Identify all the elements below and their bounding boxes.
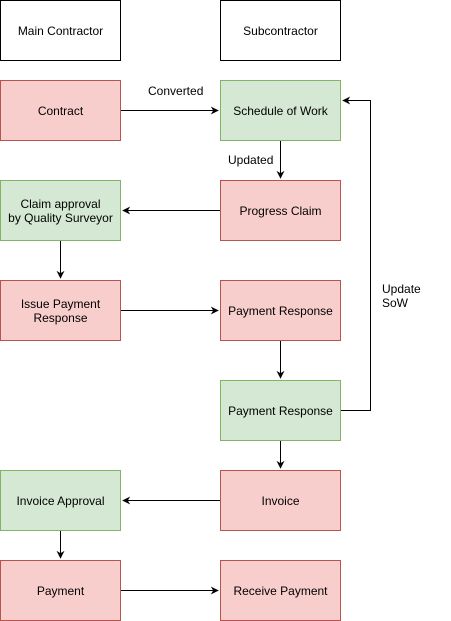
issue-payment-response-label: Issue Payment Response	[20, 296, 101, 325]
payment-node: Payment	[0, 560, 121, 621]
contract-label: Contract	[37, 103, 84, 118]
schedule-of-work-node: Schedule of Work	[220, 80, 341, 141]
issue-payment-response-node: Issue Payment Response	[0, 280, 121, 341]
invoice-node: Invoice	[220, 470, 341, 531]
edge-label-converted: Converted	[148, 84, 204, 98]
receive-payment-node: Receive Payment	[220, 560, 341, 621]
progress-claim-node: Progress Claim	[220, 180, 341, 241]
main-contractor-label: Main Contractor	[17, 23, 104, 38]
payment-response-label-1: Payment Response	[228, 303, 333, 318]
subcontractor-label: Subcontractor	[243, 23, 318, 38]
payment-response-node-1: Payment Response	[220, 280, 341, 341]
subcontractor-lane-header: Subcontractor	[220, 0, 341, 61]
payment-response-node-2: Payment Response	[220, 380, 341, 441]
schedule-of-work-label: Schedule of Work	[233, 103, 328, 118]
receive-payment-label: Receive Payment	[233, 583, 328, 598]
claim-approval-node: Claim approval by Quality Surveyor	[0, 180, 121, 241]
invoice-approval-label: Invoice Approval	[16, 493, 105, 508]
main-contractor-lane-header: Main Contractor	[0, 0, 121, 61]
contract-node: Contract	[0, 80, 121, 141]
invoice-approval-node: Invoice Approval	[0, 470, 121, 531]
progress-claim-label: Progress Claim	[239, 203, 322, 218]
edge-label-update-sow: Update SoW	[382, 282, 421, 310]
edge-update-sow-loop	[341, 96, 371, 411]
payment-label: Payment	[36, 583, 85, 598]
claim-approval-label: Claim approval by Quality Surveyor	[8, 196, 113, 225]
edge-label-updated: Updated	[228, 153, 274, 167]
invoice-label: Invoice	[261, 493, 300, 508]
payment-response-label-2: Payment Response	[228, 403, 333, 418]
